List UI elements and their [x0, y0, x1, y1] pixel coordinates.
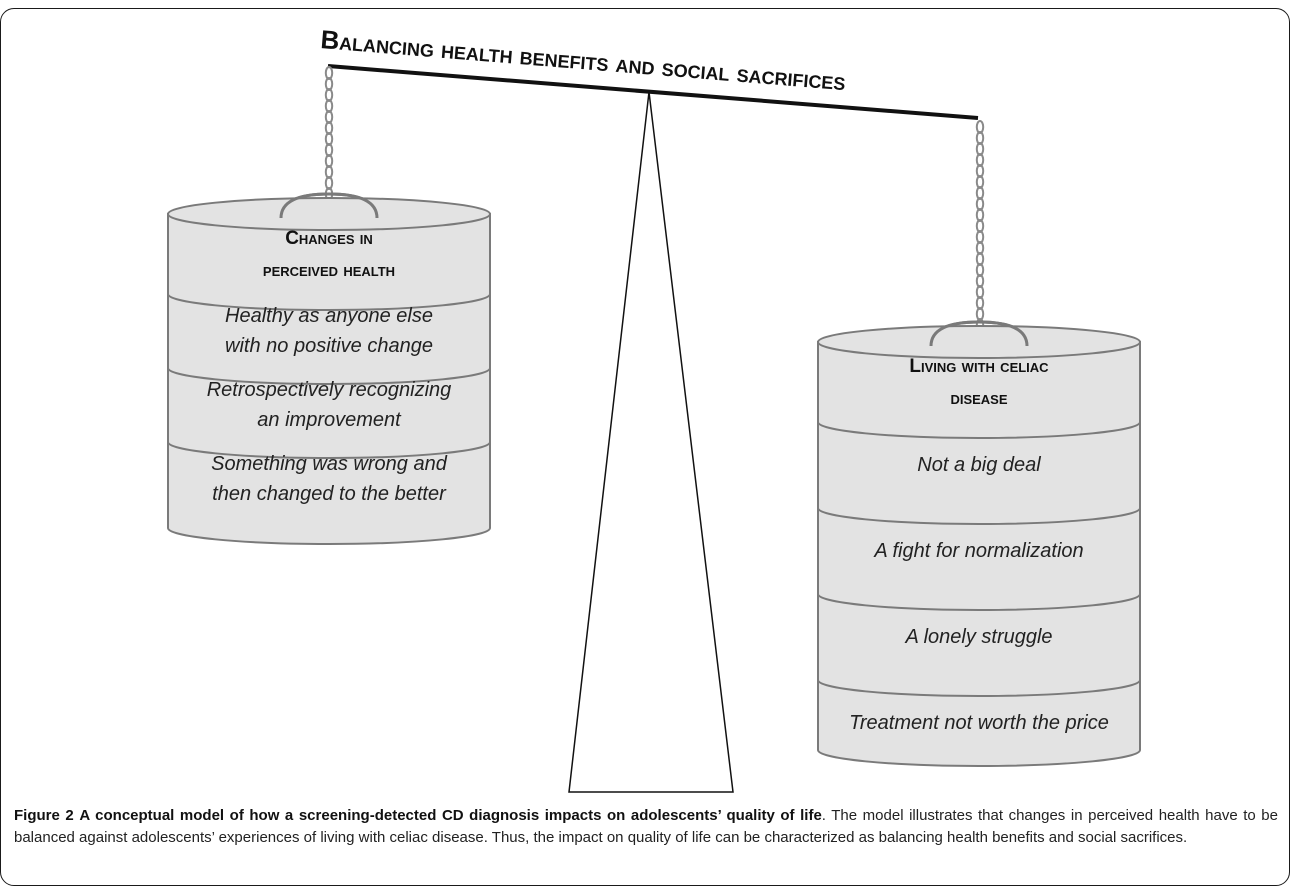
right-chain: [975, 120, 985, 332]
scale-fulcrum: [568, 91, 734, 793]
weight-heading-line: Living with celiac: [909, 356, 1049, 377]
segment-text: then changed to the better: [212, 483, 447, 505]
segment-text: Something was wrong and: [211, 453, 448, 475]
segment-text: an improvement: [257, 409, 402, 431]
weight-heading-line: Changes in: [285, 228, 373, 249]
segment-text: Not a big deal: [917, 454, 1041, 476]
segment-divider: [817, 507, 1141, 525]
segment-divider: [167, 441, 491, 459]
segment-divider: [167, 367, 491, 385]
segment-text: A lonely struggle: [904, 626, 1052, 648]
caption-label: Figure 2: [14, 807, 74, 824]
caption-text: . The model illustrates that changes in …: [14, 807, 1278, 846]
segment-divider: [817, 679, 1141, 697]
balance-scale-diagram: Balancing health benefits and social sac…: [167, 24, 1141, 793]
caption-bold: A conceptual model of how a screening-de…: [79, 807, 822, 824]
figure-caption: Figure 2 A conceptual model of how a scr…: [14, 805, 1278, 849]
weight-top: [817, 325, 1141, 359]
weight-top: [167, 197, 491, 231]
chains: [324, 66, 985, 332]
left-chain: [324, 66, 334, 201]
weight-body: [167, 213, 491, 545]
segment-divider: [817, 421, 1141, 439]
scale-beam: [327, 64, 979, 120]
weight-heading-line: perceived health: [263, 260, 395, 281]
weight-heading-line: disease: [950, 388, 1007, 409]
weight-body: [817, 341, 1141, 767]
segment-divider: [817, 593, 1141, 611]
segment-text: Healthy as anyone else: [225, 305, 433, 327]
figure-frame: [0, 8, 1290, 886]
segment-text: Retrospectively recognizing: [207, 379, 452, 401]
segment-text: A fight for normalization: [873, 540, 1083, 562]
segment-text: Treatment not worth the price: [849, 712, 1109, 734]
segment-divider: [167, 293, 491, 311]
segment-text: with no positive change: [225, 335, 433, 357]
